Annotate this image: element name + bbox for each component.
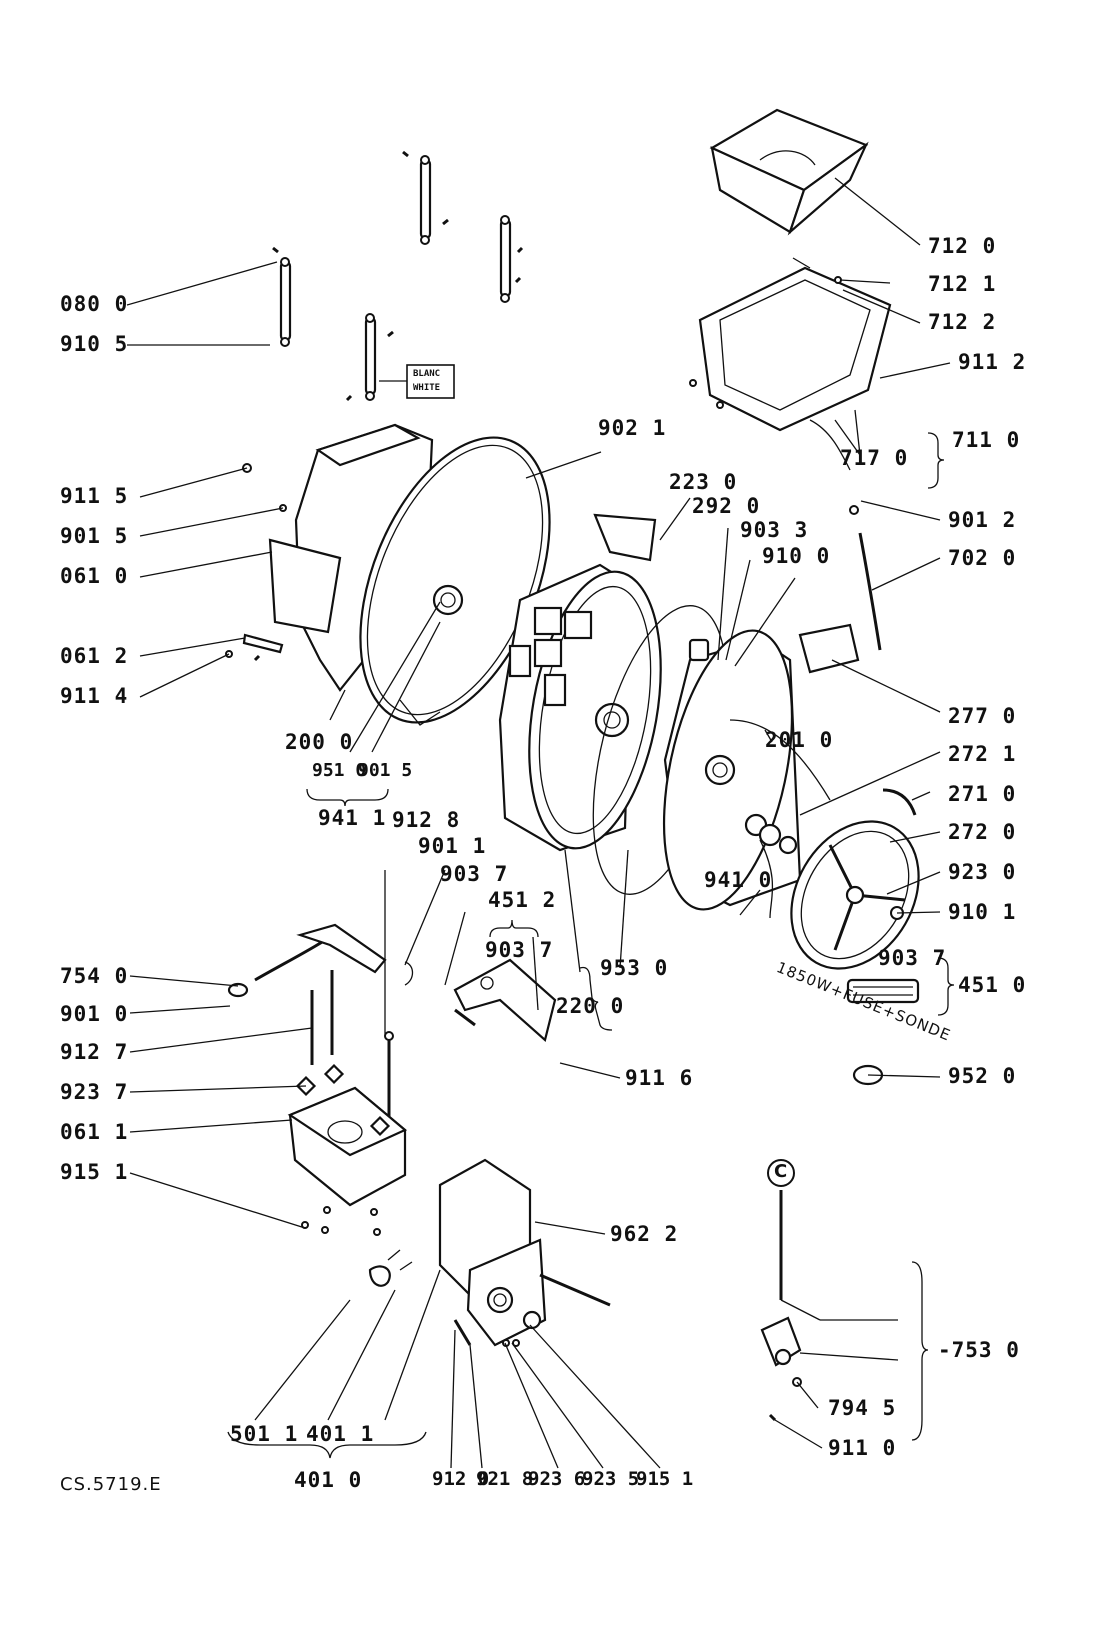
label-912-8: 912 8 — [392, 808, 461, 832]
label-923-7: 923 7 — [60, 1080, 129, 1104]
label-061-2: 061 2 — [60, 644, 129, 668]
label-717-0: 717 0 — [840, 446, 909, 470]
label-921-8: 921 8 — [476, 1468, 534, 1490]
inlet-hose — [227, 923, 414, 998]
label-272-1: 272 1 — [948, 742, 1017, 766]
brace-711-0 — [927, 432, 945, 489]
counterweight — [798, 623, 860, 674]
label-923-0: 923 0 — [948, 860, 1017, 884]
drain-pump — [760, 1159, 802, 1422]
label-911-2: 911 2 — [958, 350, 1027, 374]
pulley — [790, 788, 920, 970]
label-712-1: 712 1 — [928, 272, 997, 296]
label-953-0: 953 0 — [600, 956, 669, 980]
blanc-white-tag — [406, 364, 455, 399]
drawing-code: CS.5719.E — [60, 1474, 162, 1495]
label-911-0: 911 0 — [828, 1436, 897, 1460]
label-923-6: 923 6 — [528, 1468, 586, 1490]
label-910-5-top: 910 5 — [60, 332, 129, 356]
label-901-5-left: 901 5 — [60, 524, 129, 548]
label-080-0: 080 0 — [60, 292, 129, 316]
label-915-1-left: 915 1 — [60, 1160, 129, 1184]
label-201-0: 201 0 — [765, 728, 834, 752]
label-277-0: 277 0 — [948, 704, 1017, 728]
label-271-0: 271 0 — [948, 782, 1017, 806]
label-223-0: 223 0 — [669, 470, 738, 494]
brace-401-0 — [227, 1431, 427, 1459]
label-915-1-bottom: 915 1 — [636, 1468, 694, 1490]
label-962-2: 962 2 — [610, 1222, 679, 1246]
label-952-0: 952 0 — [948, 1064, 1017, 1088]
label-200-0: 200 0 — [285, 730, 354, 754]
inlet-pipe — [858, 532, 882, 651]
brace-451-0 — [937, 957, 955, 1016]
label-901-1: 901 1 — [418, 834, 487, 858]
label-711-0: 711 0 — [952, 428, 1021, 452]
tag-white-text: WHITE — [413, 383, 441, 393]
label-941-0: 941 0 — [704, 868, 773, 892]
label-903-7-b: 903 7 — [485, 938, 554, 962]
label-754-0: 754 0 — [60, 964, 129, 988]
label-941-1: 941 1 — [318, 806, 387, 830]
label-912-0: 912 0 — [432, 1468, 490, 1490]
drum — [498, 563, 662, 852]
label-061-1: 061 1 — [60, 1120, 129, 1144]
pressure-switch — [593, 513, 657, 562]
shock-absorbers — [272, 150, 524, 402]
brace-941-0 — [759, 839, 774, 919]
label-901-2: 901 2 — [948, 508, 1017, 532]
label-903-7-a: 903 7 — [440, 862, 509, 886]
label-c-circle: C — [774, 1161, 789, 1182]
label-451-0: 451 0 — [958, 973, 1027, 997]
label-910-0: 910 0 — [762, 544, 831, 568]
label-451-2: 451 2 — [488, 888, 557, 912]
sump-bracket — [453, 958, 557, 1043]
label-911-4: 911 4 — [60, 684, 129, 708]
bolts — [310, 970, 394, 1130]
label-501-1: 501 1 — [230, 1422, 299, 1446]
label-951-0: 951 0 — [312, 760, 367, 781]
brace-753-0 — [911, 1261, 929, 1441]
heating-element — [846, 978, 920, 1004]
label-901-0: 901 0 — [60, 1002, 129, 1026]
counterweight-block — [287, 1063, 408, 1236]
label-910-1: 910 1 — [948, 900, 1017, 924]
label-702-0: 702 0 — [948, 546, 1017, 570]
label-712-0: 712 0 — [928, 234, 997, 258]
rear-tub — [592, 605, 831, 916]
label-912-7: 912 7 — [60, 1040, 129, 1064]
brace-451-2 — [489, 919, 539, 938]
label-911-5: 911 5 — [60, 484, 129, 508]
label-712-2: 712 2 — [928, 310, 997, 334]
outer-tub-left-half — [225, 423, 551, 726]
label-292-0: 292 0 — [692, 494, 761, 518]
leader-lines — [126, 177, 951, 1469]
soap-dispenser — [689, 108, 892, 471]
brace-220-0 — [579, 966, 613, 1031]
label-903-3: 903 3 — [740, 518, 809, 542]
motor — [368, 1158, 611, 1347]
label-401-1: 401 1 — [306, 1422, 375, 1446]
brace-941-1 — [306, 788, 389, 807]
label-903-7-right: 903 7 — [878, 946, 947, 970]
label-902-1: 902 1 — [598, 416, 667, 440]
label-911-6: 911 6 — [625, 1066, 694, 1090]
label-794-5: 794 5 — [828, 1396, 897, 1420]
label-901-5-center: 901 5 — [358, 760, 413, 781]
label-220-0: 220 0 — [556, 994, 625, 1018]
tag-blanc-text: BLANC — [413, 369, 441, 379]
label-923-5: 923 5 — [582, 1468, 640, 1490]
label-272-0: 272 0 — [948, 820, 1017, 844]
label-401-0: 401 0 — [294, 1468, 363, 1492]
label-061-0: 061 0 — [60, 564, 129, 588]
label-753-0: -753 0 — [938, 1338, 1020, 1362]
